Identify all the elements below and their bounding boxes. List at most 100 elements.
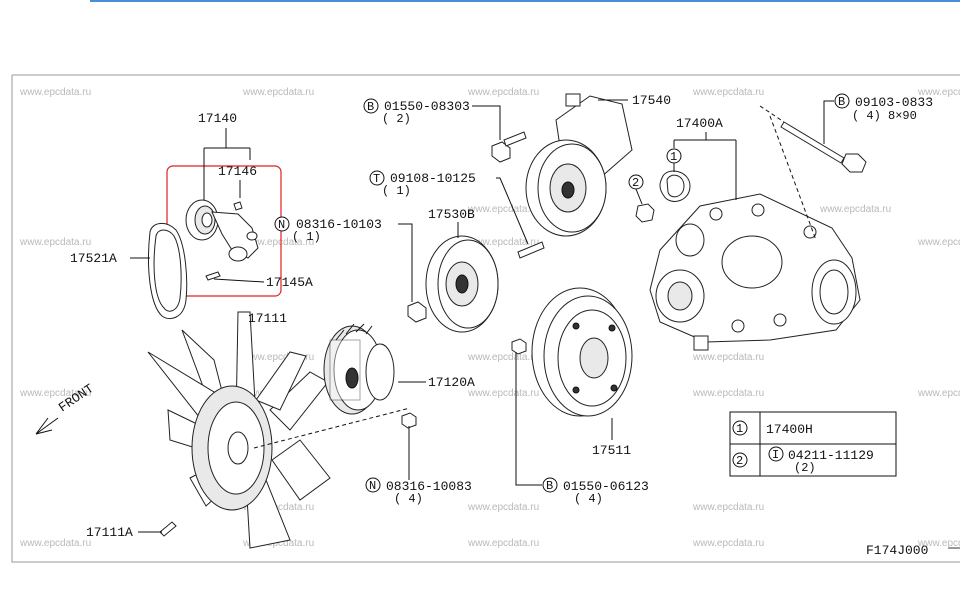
leader-17400A	[673, 132, 737, 200]
callout-17400A[interactable]: 17400A	[676, 116, 723, 131]
crank-pulley-drawing	[531, 287, 633, 417]
cooling-fan-drawing	[147, 311, 331, 549]
plug-drawing	[635, 203, 655, 223]
svg-text:( 4): ( 4)	[574, 492, 603, 506]
callout-17111A[interactable]: 17111A	[86, 525, 133, 540]
idler-pulley-drawing	[425, 235, 499, 333]
pulley-bolt-drawing	[407, 301, 427, 323]
callout-17146[interactable]: 17146	[218, 164, 257, 179]
long-bolt-drawing	[780, 121, 867, 173]
drive-belt-drawing	[148, 223, 188, 320]
callout-17511[interactable]: 17511	[592, 443, 631, 458]
callout-17521A[interactable]: 17521A	[70, 251, 117, 266]
svg-text:17530B: 17530B	[428, 207, 475, 222]
legend-row-2[interactable]: 2 I 04211-11129 (2)	[732, 446, 874, 475]
svg-text:www.epcdata.ru: www.epcdata.ru	[917, 237, 960, 248]
svg-text:I: I	[772, 448, 779, 462]
coupling-nut-drawing	[401, 412, 417, 429]
svg-text:17400H: 17400H	[766, 422, 813, 437]
svg-text:17111A: 17111A	[86, 525, 133, 540]
svg-text:17521A: 17521A	[70, 251, 117, 266]
svg-text:( 4) 8×90: ( 4) 8×90	[852, 109, 917, 123]
gasket-drawing	[659, 170, 691, 202]
callout-01550-08303[interactable]: B 01550-08303 ( 2)	[363, 98, 470, 126]
svg-text:B: B	[367, 100, 374, 114]
fan-axis-line	[253, 407, 411, 449]
svg-text:N: N	[278, 218, 285, 232]
callout-17111[interactable]: 17111	[248, 311, 287, 326]
svg-text:08316-10103: 08316-10103	[296, 217, 382, 232]
svg-text:B: B	[546, 479, 553, 493]
callout-01550-06123[interactable]: B 01550-06123 ( 4)	[542, 477, 649, 506]
window-top-accent-bar	[90, 0, 960, 2]
svg-text:www.epcdata.ru: www.epcdata.ru	[692, 538, 764, 549]
callout-17140[interactable]: 17140	[198, 111, 237, 126]
svg-text:www.epcdata.ru: www.epcdata.ru	[917, 388, 960, 399]
svg-text:17511: 17511	[592, 443, 631, 458]
bracket-bolt-drawing	[491, 131, 527, 163]
svg-text:www.epcdata.ru: www.epcdata.ru	[467, 388, 539, 399]
svg-text:www.epcdata.ru: www.epcdata.ru	[467, 237, 539, 248]
svg-text:www.epcdata.ru: www.epcdata.ru	[692, 388, 764, 399]
callout-09108-10125[interactable]: T 09108-10125 ( 1)	[369, 170, 476, 198]
svg-text:2: 2	[736, 454, 743, 468]
callout-08316-10103[interactable]: N 08316-10103 ( 1)	[274, 216, 382, 244]
svg-text:www.epcdata.ru: www.epcdata.ru	[242, 502, 314, 513]
svg-text:www.epcdata.ru: www.epcdata.ru	[467, 538, 539, 549]
svg-text:www.epcdata.ru: www.epcdata.ru	[692, 352, 764, 363]
leader-01550-08303	[472, 105, 501, 140]
svg-text:www.epcdata.ru: www.epcdata.ru	[467, 204, 539, 215]
svg-text:www.epcdata.ru: www.epcdata.ru	[19, 538, 91, 549]
svg-text:01550-08303: 01550-08303	[384, 99, 470, 114]
svg-text:1: 1	[670, 150, 677, 164]
svg-text:www.epcdata.ru: www.epcdata.ru	[692, 502, 764, 513]
svg-text:www.epcdata.ru: www.epcdata.ru	[467, 352, 539, 363]
callout-17540[interactable]: 17540	[632, 93, 671, 108]
leader-09108-10125	[496, 177, 529, 245]
svg-text:N: N	[369, 479, 376, 493]
svg-text:www.epcdata.ru: www.epcdata.ru	[242, 352, 314, 363]
svg-text:17140: 17140	[198, 111, 237, 126]
svg-text:www.epcdata.ru: www.epcdata.ru	[467, 502, 539, 513]
svg-text:( 4): ( 4)	[394, 492, 423, 506]
svg-text:04211-11129: 04211-11129	[788, 448, 874, 463]
marker-2[interactable]: 2	[628, 174, 644, 190]
svg-text:08316-10083: 08316-10083	[386, 479, 472, 494]
leader-17140	[203, 128, 251, 200]
svg-text:www.epcdata.ru: www.epcdata.ru	[819, 204, 891, 215]
leader-marker-2	[635, 188, 643, 205]
svg-text:www.epcdata.ru: www.epcdata.ru	[242, 237, 314, 248]
svg-text:17120A: 17120A	[428, 375, 475, 390]
svg-text:( 1): ( 1)	[382, 184, 411, 198]
svg-text:www.epcdata.ru: www.epcdata.ru	[692, 87, 764, 98]
svg-text:www.epcdata.ru: www.epcdata.ru	[19, 237, 91, 248]
callout-09103-0833[interactable]: B 09103-0833 ( 4) 8×90	[834, 93, 933, 123]
svg-text:( 1): ( 1)	[292, 230, 321, 244]
svg-text:www.epcdata.ru: www.epcdata.ru	[19, 388, 91, 399]
svg-text:T: T	[373, 172, 380, 186]
callout-08316-10083[interactable]: N 08316-10083 ( 4)	[365, 477, 472, 506]
svg-text:17146: 17146	[218, 164, 257, 179]
svg-text:09103-0833: 09103-0833	[855, 95, 933, 110]
svg-text:2: 2	[632, 176, 639, 190]
legend-box	[729, 411, 897, 477]
callout-17145A[interactable]: 17145A	[266, 275, 313, 290]
svg-text:17145A: 17145A	[266, 275, 313, 290]
svg-text:17111: 17111	[248, 311, 287, 326]
marker-1[interactable]: 1	[666, 148, 682, 164]
stud-drawing	[517, 241, 545, 259]
svg-text:www.epcdata.ru: www.epcdata.ru	[242, 538, 314, 549]
diagram-code: F174J000	[866, 543, 928, 558]
svg-text:09108-10125: 09108-10125	[390, 171, 476, 186]
pulley-bolt-small-drawing	[511, 338, 527, 355]
svg-text:17400A: 17400A	[676, 116, 723, 131]
callout-17530B[interactable]: 17530B	[428, 207, 475, 222]
svg-text:www.epcdata.ru: www.epcdata.ru	[917, 538, 960, 549]
svg-text:B: B	[838, 95, 845, 109]
svg-text:( 2): ( 2)	[382, 112, 411, 126]
svg-text:www.epcdata.ru: www.epcdata.ru	[19, 87, 91, 98]
callout-17120A[interactable]: 17120A	[428, 375, 475, 390]
legend-row-1[interactable]: 1 17400H	[732, 420, 813, 437]
svg-text:www.epcdata.ru: www.epcdata.ru	[917, 87, 960, 98]
svg-text:(2): (2)	[794, 461, 816, 475]
